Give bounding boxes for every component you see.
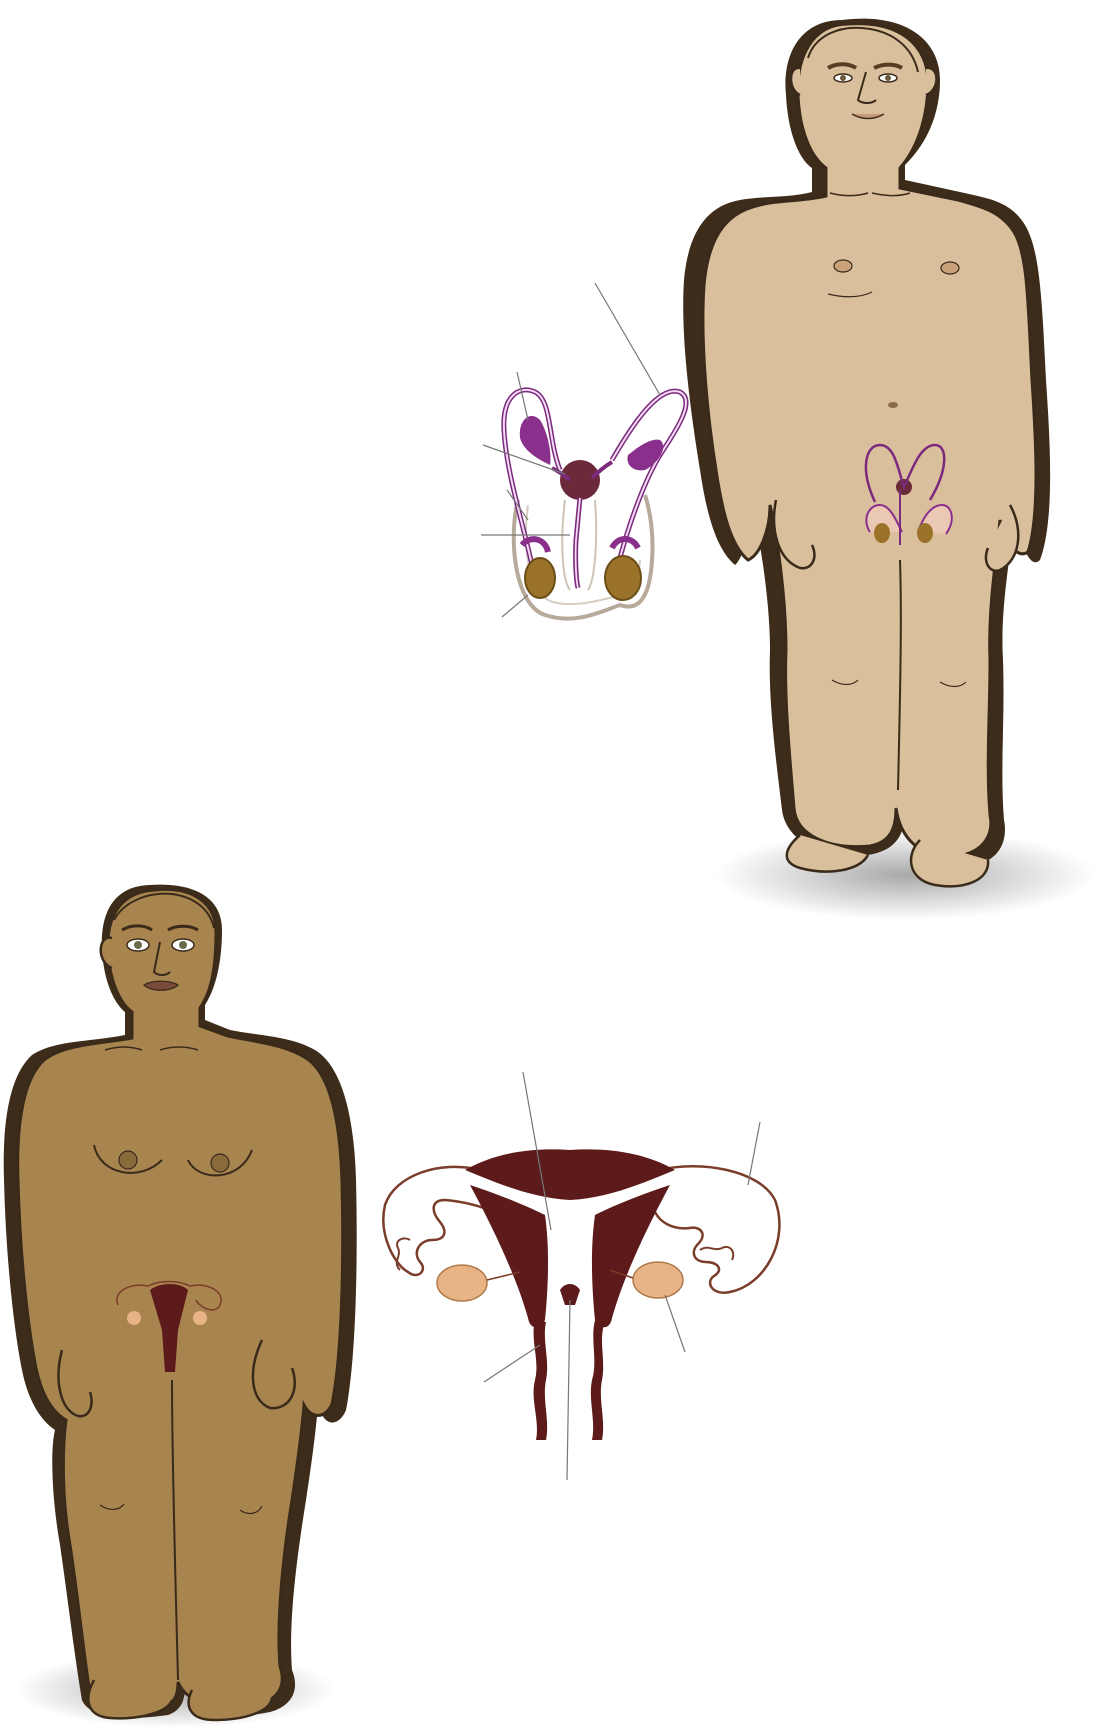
male-right-nipple (941, 262, 959, 274)
female-left-pupil (134, 941, 142, 949)
left-testis (525, 558, 555, 598)
prostate-gland (560, 460, 600, 500)
female-figure (4, 885, 357, 1728)
male-figure (683, 19, 1095, 920)
male-right-pupil (885, 75, 891, 81)
left-fallopian-tube (383, 1167, 495, 1275)
male-body (703, 24, 1036, 857)
female-right-nipple (211, 1154, 229, 1172)
left-ovary (437, 1265, 487, 1301)
uterine-fundus (465, 1149, 675, 1200)
pointer-line-ovary (665, 1295, 685, 1352)
pointer-line-seminal-vesicle (517, 372, 528, 420)
male-floor-shadow (715, 830, 1095, 920)
male-navel (888, 402, 898, 408)
right-ovary (633, 1262, 683, 1298)
female-reproductive-system (383, 1072, 779, 1480)
female-left-ear (101, 938, 112, 968)
uterus-left-wall (470, 1185, 548, 1327)
pointer-line-vagina (567, 1300, 570, 1480)
male-left-pupil (840, 75, 846, 81)
pointer-line-cervix (484, 1345, 540, 1382)
vagina-left-wall (534, 1320, 548, 1440)
female-right-pupil (179, 941, 187, 949)
right-seminal-vesicle (627, 440, 663, 471)
pointer-line-fallopian-tube (748, 1122, 760, 1185)
pointer-line-vas-deferens (595, 283, 660, 395)
male-reproductive-system (481, 283, 686, 619)
pointer-line-testis (502, 595, 528, 617)
female-left-nipple (119, 1151, 137, 1169)
right-fimbriae (700, 1247, 733, 1260)
right-testis (605, 556, 641, 600)
vagina-right-wall (591, 1320, 605, 1440)
male-left-nipple (834, 260, 852, 272)
uterus-right-wall (592, 1185, 670, 1327)
left-seminal-vesicle (520, 416, 551, 465)
